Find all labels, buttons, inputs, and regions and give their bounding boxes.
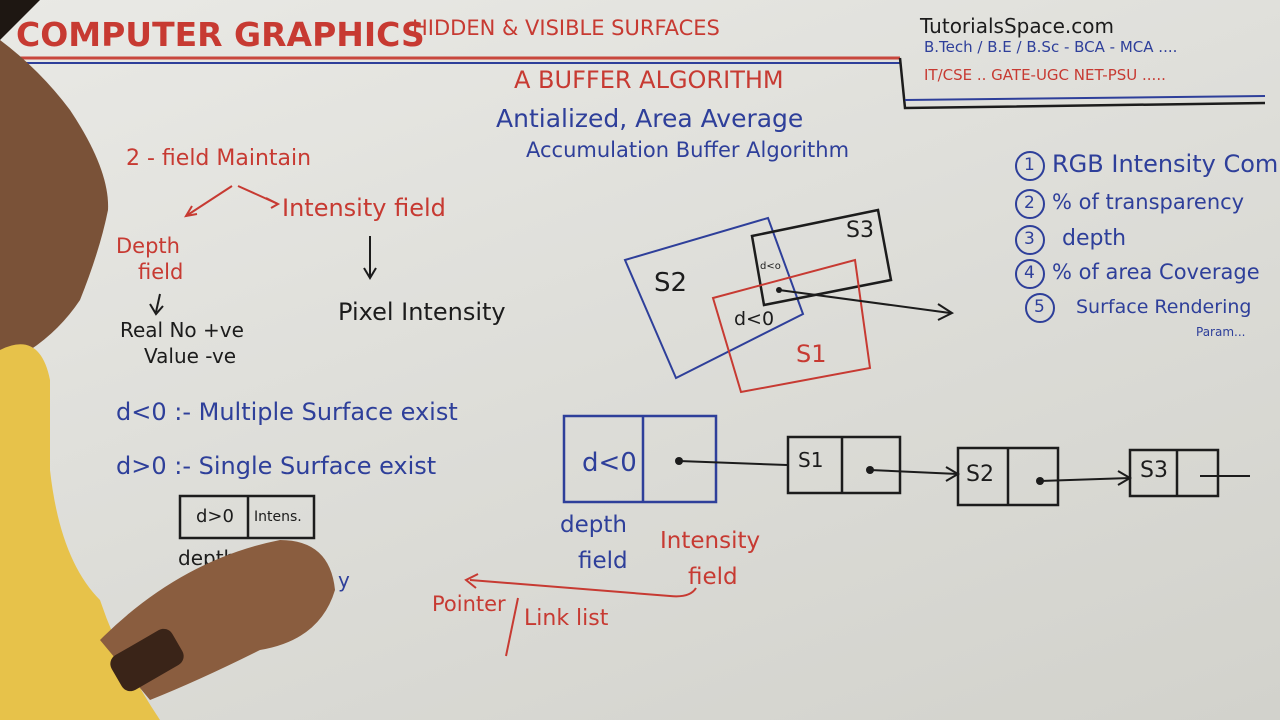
presenter-watch xyxy=(110,628,184,692)
surface-s3-label: S3 xyxy=(846,218,874,243)
site-name: TutorialsSpace.com xyxy=(920,14,1114,38)
left-box-intensity-caption: y xyxy=(338,568,350,592)
depth-field-label: field xyxy=(138,260,184,284)
list-node-2-label: S2 xyxy=(966,462,994,487)
item-area-coverage: % of area Coverage xyxy=(1052,260,1260,284)
item-surface-rendering: Surface Rendering xyxy=(1076,296,1252,318)
pointer-divider xyxy=(505,597,519,657)
multiple-surface-note: d<0 :- Multiple Surface exist xyxy=(116,398,458,426)
surface-s3 xyxy=(750,208,893,307)
list-node-3-label: S3 xyxy=(1140,458,1168,483)
presenter-shirt xyxy=(0,344,160,720)
item-num-5: 5 xyxy=(1034,297,1045,317)
list-head-depth: d<0 xyxy=(582,448,637,478)
surface-arrow xyxy=(778,289,951,314)
list-link-2 xyxy=(869,469,959,475)
title-computer-graphics: COMPUTER GRAPHICS xyxy=(16,15,425,54)
item-rgb-intensity: RGB Intensity Comp xyxy=(1052,150,1280,178)
presenter xyxy=(0,0,335,720)
surface-s2-label: S2 xyxy=(654,268,688,298)
presenter-face xyxy=(0,40,109,360)
item-num-4: 4 xyxy=(1024,263,1035,283)
algorithm-heading: A BUFFER ALGORITHM xyxy=(514,66,784,94)
item-num-3: 3 xyxy=(1024,229,1035,249)
presenter-hair xyxy=(0,0,40,40)
list-node-3 xyxy=(1128,448,1220,498)
exam-list: IT/CSE .. GATE-UGC NET-PSU ..... xyxy=(924,66,1166,84)
link-list-label: Link list xyxy=(524,606,609,631)
surface-s1-label: S1 xyxy=(796,340,827,368)
course-list: B.Tech / B.E / B.Sc - BCA - MCA .... xyxy=(924,38,1178,56)
surface-s1 xyxy=(711,258,872,394)
single-surface-note: d>0 :- Single Surface exist xyxy=(116,452,437,480)
intensity-field-caption: Intensity xyxy=(660,528,761,554)
depth-field-caption: depth xyxy=(560,512,627,538)
header-box-line-blue xyxy=(904,95,1266,101)
title-hidden-visible: HIDDEN & VISIBLE SURFACES xyxy=(412,16,720,40)
depth-field-caption-2: field xyxy=(578,548,628,574)
arrow-to-realno xyxy=(155,293,161,313)
left-box-depth: d>0 xyxy=(196,506,234,527)
overlap-small-label: d<o xyxy=(760,261,781,272)
depth-label: Depth xyxy=(116,234,180,258)
value-note: Value -ve xyxy=(144,344,237,368)
item-transparency: % of transparency xyxy=(1052,190,1245,214)
list-head-box xyxy=(562,414,718,504)
overlap-depth-label: d<0 xyxy=(734,308,775,330)
pixel-intensity-label: Pixel Intensity xyxy=(338,298,506,326)
list-node-1-label: S1 xyxy=(798,448,824,472)
item-num-2: 2 xyxy=(1024,193,1035,213)
list-node-1 xyxy=(786,435,902,495)
real-number-note: Real No +ve xyxy=(120,318,244,342)
intensity-field-label: Intensity field xyxy=(282,194,446,222)
header-box-line xyxy=(898,57,1266,110)
intensity-field-caption-2: field xyxy=(688,564,738,590)
pointer-label: Pointer xyxy=(432,592,506,616)
algorithm-subtitle-2: Accumulation Buffer Algorithm xyxy=(526,138,850,162)
item-parameters: Param... xyxy=(1196,325,1246,339)
item-num-1: 1 xyxy=(1024,155,1035,175)
two-field-maintain: 2 - field Maintain xyxy=(126,146,312,171)
list-link-3 xyxy=(1039,477,1131,482)
arrow-to-depth xyxy=(185,185,233,217)
surface-s2 xyxy=(623,216,805,380)
item-depth: depth xyxy=(1062,226,1127,251)
left-box-intensity: Intens. xyxy=(254,509,302,525)
list-link-1 xyxy=(678,460,788,466)
pointer-curve xyxy=(469,579,697,598)
algorithm-subtitle-1: Antialized, Area Average xyxy=(496,104,804,133)
